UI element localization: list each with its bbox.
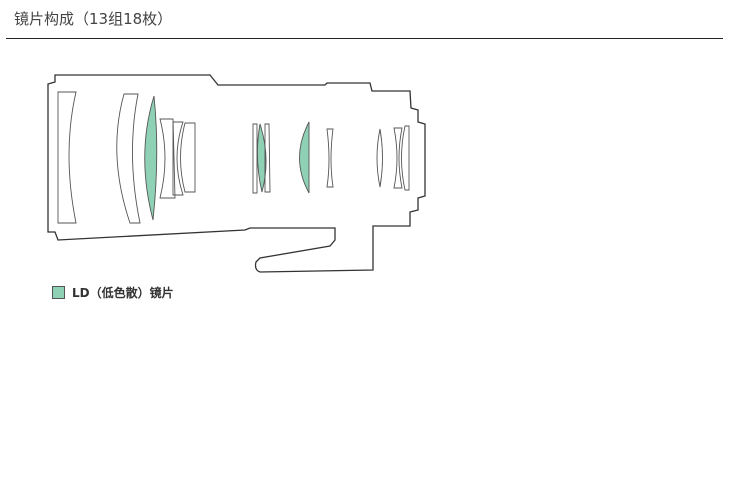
lens-element-2 — [116, 93, 141, 224]
lens-element-ld-1 — [144, 95, 158, 221]
ld-legend-label: LD（低色散）镜片 — [72, 286, 174, 300]
legend: LD（低色散）镜片 — [52, 284, 174, 301]
lens-element-ld-3 — [299, 121, 310, 194]
lens-body-outline — [47, 74, 426, 273]
lens-element-5 — [180, 122, 196, 193]
section-title: 镜片构成（13组18枚） — [14, 10, 173, 28]
lens-element-10 — [393, 127, 403, 189]
divider — [6, 38, 723, 39]
lens-element-3 — [159, 118, 176, 199]
lens-element-6 — [252, 123, 258, 194]
lens-element-11 — [401, 125, 410, 191]
ld-swatch — [52, 286, 65, 299]
lens-element-7 — [264, 123, 271, 193]
lens-element-8 — [326, 128, 334, 188]
lens-element-1 — [57, 91, 77, 224]
lens-element-9 — [376, 128, 383, 188]
lens-element-4 — [172, 121, 184, 196]
